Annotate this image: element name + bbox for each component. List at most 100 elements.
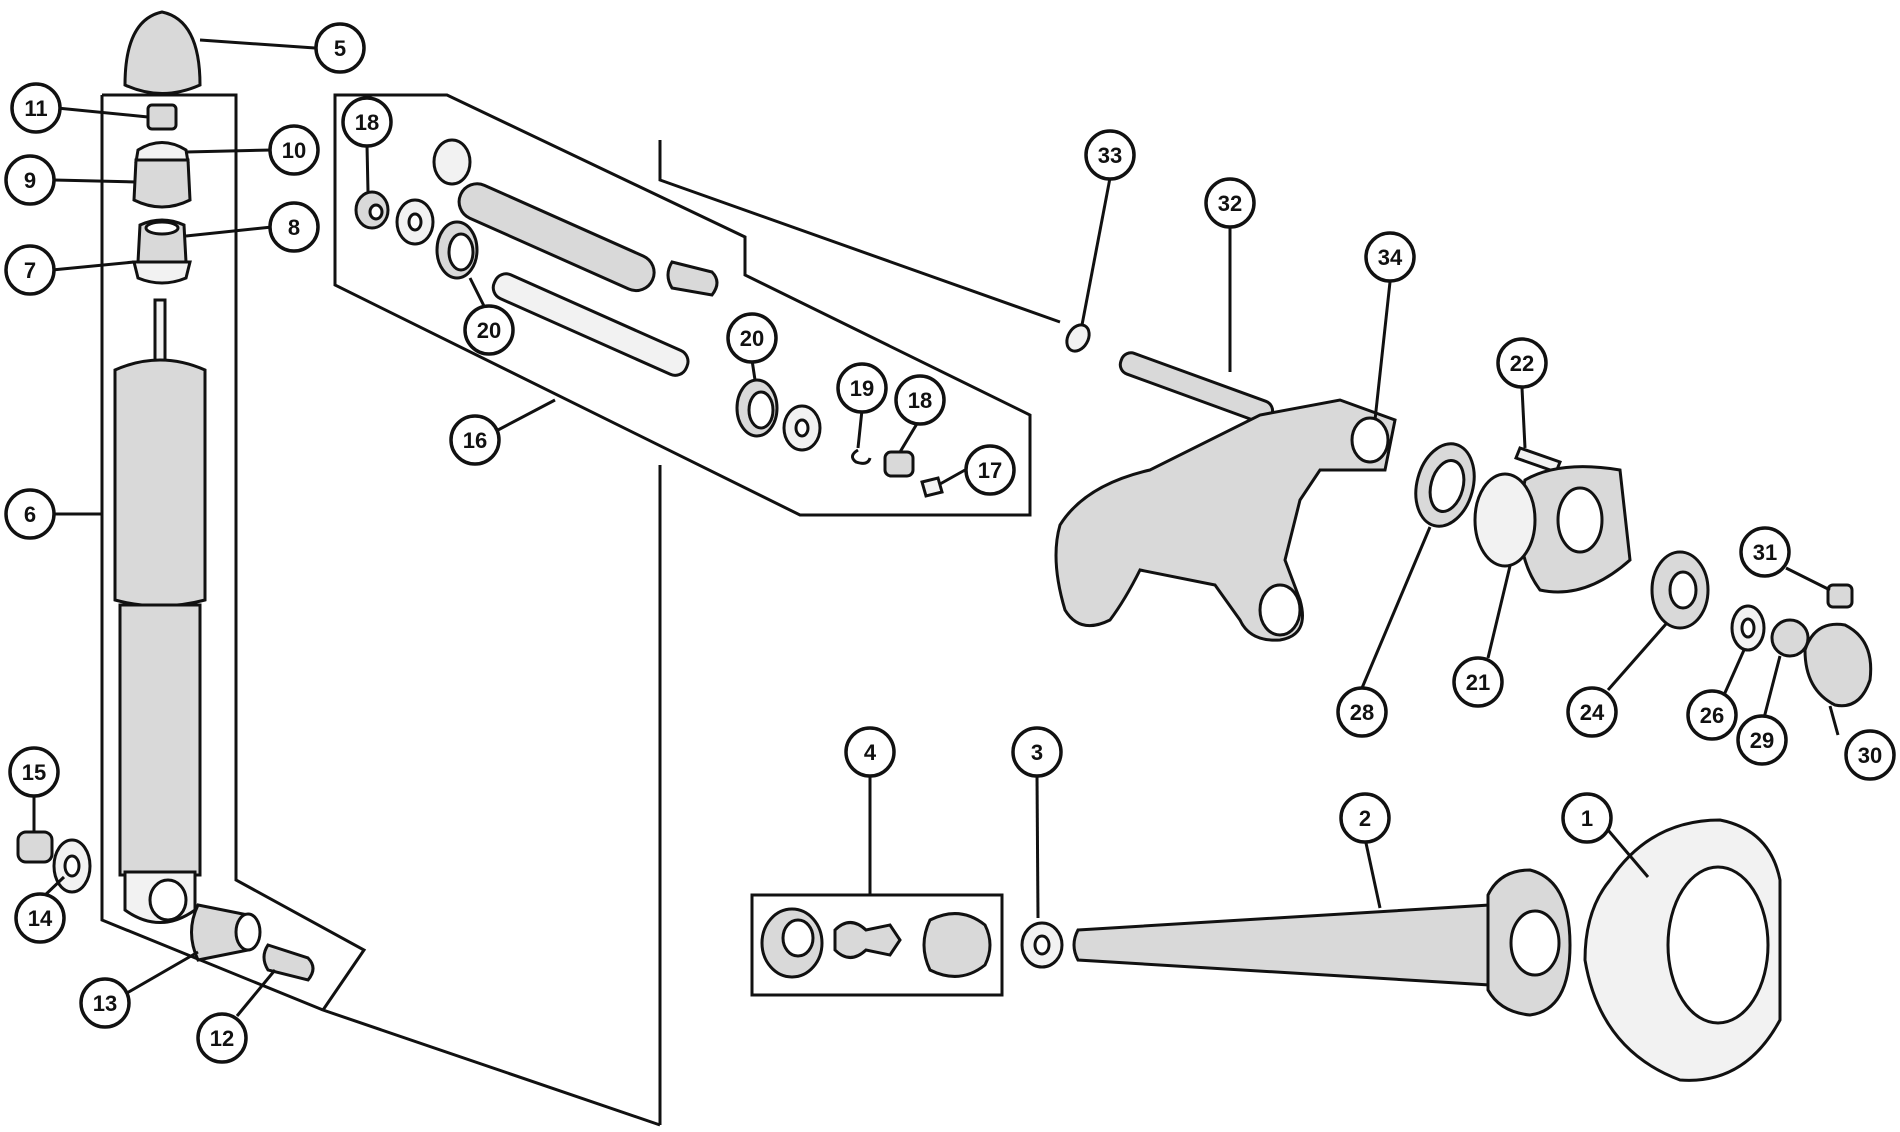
callout-16: 16 — [449, 414, 501, 466]
leader-34 — [1373, 281, 1392, 421]
callout-label: 9 — [24, 168, 36, 193]
callout-label: 17 — [978, 458, 1002, 483]
part-21-hub-boss — [1473, 472, 1537, 568]
part-16-shaft-end — [432, 138, 472, 186]
inner-arm-kit-outline — [333, 93, 1032, 517]
callout-label: 22 — [1510, 351, 1534, 376]
callout-11: 11 — [10, 82, 62, 134]
part-34-lower-bore — [1258, 583, 1302, 637]
leader-2 — [1364, 842, 1382, 909]
callout-1: 1 — [1561, 792, 1613, 844]
callout-circle — [1336, 686, 1388, 738]
part-19-lock-washer — [851, 448, 872, 465]
callout-label: 26 — [1700, 703, 1724, 728]
part-16-washer-right-hole — [794, 418, 810, 438]
leader-11 — [56, 106, 149, 119]
leader-19 — [856, 409, 864, 449]
leader-9 — [53, 178, 137, 184]
callout-17: 17 — [964, 444, 1016, 496]
callout-label: 19 — [850, 376, 874, 401]
part-14-washer-hole — [63, 854, 81, 878]
callout-14: 14 — [14, 892, 66, 944]
callout-label: 5 — [334, 36, 346, 61]
callout-circle — [1496, 337, 1548, 389]
callout-circle — [268, 201, 320, 253]
callout-28: 28 — [1336, 686, 1388, 738]
callout-circle — [1204, 177, 1256, 229]
callout-label: 10 — [282, 138, 306, 163]
leader-21 — [1486, 565, 1512, 659]
callout-label: 30 — [1858, 743, 1882, 768]
leader-28 — [1360, 526, 1432, 689]
callout-circle — [1566, 686, 1618, 738]
part-28-seal-bore — [1428, 459, 1466, 513]
leader-33 — [1080, 177, 1112, 326]
leader-29 — [1762, 655, 1782, 719]
callout-circle — [1084, 129, 1136, 181]
callout-circle — [79, 977, 131, 1029]
callout-label: 29 — [1750, 728, 1774, 753]
callout-label: 18 — [908, 388, 932, 413]
part-16-spacer — [666, 260, 719, 297]
part-16-shaft-lower — [491, 272, 690, 377]
callout-26: 26 — [1686, 689, 1738, 741]
callout-circle — [1452, 656, 1504, 708]
part-18-nut-right — [883, 450, 915, 478]
callout-circle — [196, 1012, 248, 1064]
callout-label: 2 — [1359, 806, 1371, 831]
leader-1 — [1606, 829, 1650, 878]
part-4-kit-box — [750, 893, 1004, 997]
part-3-washer-hole — [1033, 934, 1051, 956]
callout-circle — [1364, 231, 1416, 283]
leader-3 — [1035, 774, 1040, 919]
leader-7 — [51, 260, 135, 272]
leader-10 — [185, 148, 273, 154]
part-33-ring — [1065, 323, 1091, 353]
callout-6: 6 — [4, 488, 56, 540]
part-4-ball-pin — [833, 921, 902, 959]
part-20-seal-right-hole — [747, 390, 775, 430]
part-12-sleeve — [262, 943, 315, 982]
part-17-grease-nipple — [920, 476, 944, 498]
callout-label: 34 — [1378, 245, 1403, 270]
callout-18-lower: 18 — [894, 374, 946, 426]
callout-circle — [4, 154, 56, 206]
part-34-stub-axle-housing — [1054, 398, 1397, 642]
callout-label: 16 — [463, 428, 487, 453]
callout-32: 32 — [1204, 177, 1256, 229]
callout-18-upper: 18 — [341, 96, 393, 148]
callout-circle — [463, 304, 515, 356]
callout-33: 33 — [1084, 129, 1136, 181]
part-32-pivot-pin — [1118, 351, 1275, 425]
part-21-hub-bore — [1556, 486, 1604, 554]
leader-12 — [235, 969, 277, 1017]
part-26-washer-hole — [1740, 617, 1756, 639]
callout-label: 4 — [864, 740, 877, 765]
callout-13: 13 — [79, 977, 131, 1029]
callout-label: 32 — [1218, 191, 1242, 216]
callout-circle — [836, 362, 888, 414]
leader-13 — [126, 950, 199, 995]
callout-label: 3 — [1031, 740, 1043, 765]
part-9-upper-bush — [132, 158, 192, 209]
callout-7: 7 — [4, 244, 56, 296]
callout-label: 20 — [477, 318, 501, 343]
callout-31: 31 — [1739, 526, 1791, 578]
callout-circle — [314, 22, 366, 74]
leader-31 — [1785, 566, 1831, 592]
part-18-bush-left-hole — [368, 203, 384, 221]
callout-circle — [341, 96, 393, 148]
part-11-nut — [146, 103, 178, 131]
part-34-pivot-bore — [1350, 416, 1390, 464]
callout-circle — [1844, 729, 1896, 781]
callout-label: 33 — [1098, 143, 1122, 168]
part-29-castle-nut — [1770, 618, 1810, 658]
leader-lines — [32, 38, 1840, 1017]
callout-label: 13 — [93, 991, 117, 1016]
callout-circle — [1011, 726, 1063, 778]
callout-3: 3 — [1011, 726, 1063, 778]
callout-circle — [268, 124, 320, 176]
callout-circle — [449, 414, 501, 466]
callout-circle — [14, 892, 66, 944]
callout-circle — [726, 312, 778, 364]
